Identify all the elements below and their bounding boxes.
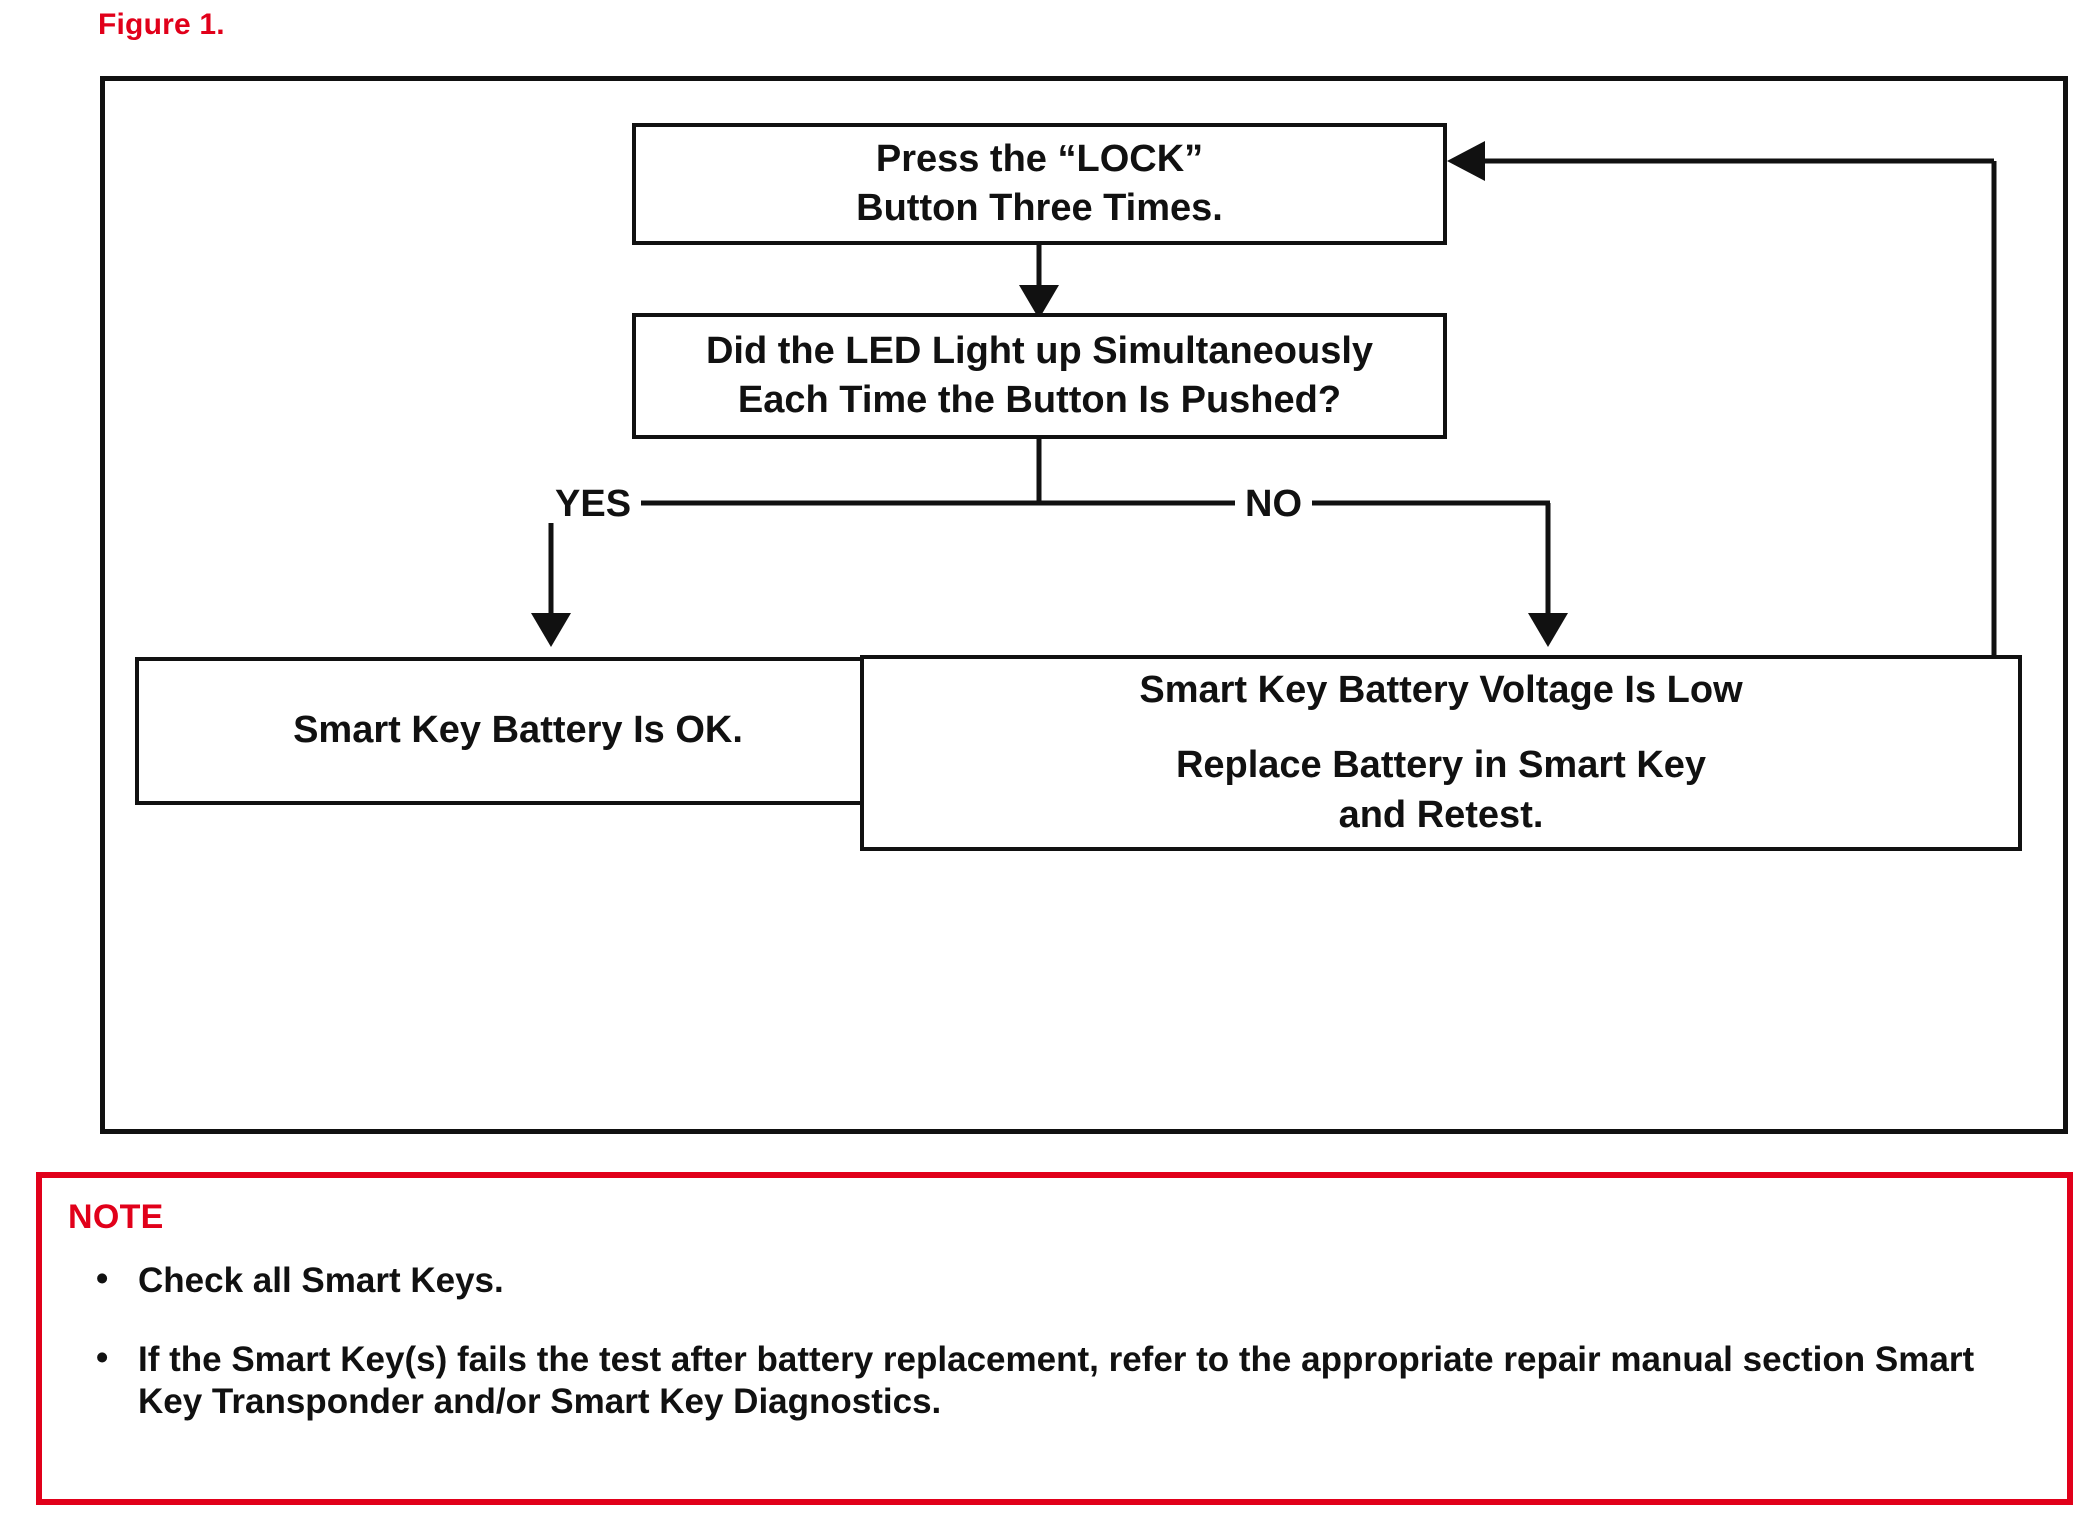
node-battery-low-line3: and Retest. bbox=[1338, 793, 1544, 836]
bullet-icon: • bbox=[96, 1259, 109, 1298]
flowchart-node-battery-low: Smart Key Battery Voltage Is Low Replace… bbox=[860, 655, 2022, 851]
note-item-text: If the Smart Key(s) fails the test after… bbox=[138, 1339, 1975, 1422]
note-item-text: Check all Smart Keys. bbox=[138, 1261, 504, 1300]
flowchart-node-led-question: Did the LED Light up Simultaneously Each… bbox=[632, 313, 1447, 439]
note-panel: NOTE • Check all Smart Keys. • If the Sm… bbox=[36, 1172, 2073, 1505]
node-led-question-line2: Each Time the Button Is Pushed? bbox=[737, 379, 1342, 421]
flowchart-node-press-lock: Press the “LOCK” Button Three Times. bbox=[632, 123, 1447, 245]
node-press-lock-line1: Press the “LOCK” bbox=[875, 137, 1204, 180]
note-list-item: • If the Smart Key(s) fails the test aft… bbox=[78, 1337, 2037, 1424]
figure-caption: Figure 1. bbox=[98, 8, 225, 41]
note-list-item: • Check all Smart Keys. bbox=[78, 1259, 2037, 1303]
note-title: NOTE bbox=[68, 1198, 164, 1236]
flowchart-branch-label-no: NO bbox=[1235, 485, 1312, 523]
node-battery-low-line2: Replace Battery in Smart Key bbox=[1175, 744, 1707, 787]
bullet-icon: • bbox=[96, 1337, 109, 1377]
flowchart-node-battery-ok: Smart Key Battery Is OK. bbox=[135, 657, 901, 805]
node-battery-ok-line1: Smart Key Battery Is OK. bbox=[293, 709, 743, 752]
flowchart-frame: Press the “LOCK” Button Three Times. Did… bbox=[100, 76, 2068, 1134]
note-list: • Check all Smart Keys. • If the Smart K… bbox=[78, 1259, 2037, 1460]
node-press-lock-line2: Button Three Times. bbox=[856, 187, 1223, 229]
flowchart-connectors bbox=[531, 141, 2021, 760]
node-led-question-line1: Did the LED Light up Simultaneously bbox=[705, 329, 1374, 372]
flowchart-branch-label-yes: YES bbox=[545, 485, 642, 523]
node-battery-low-line1: Smart Key Battery Voltage Is Low bbox=[1139, 668, 1743, 711]
